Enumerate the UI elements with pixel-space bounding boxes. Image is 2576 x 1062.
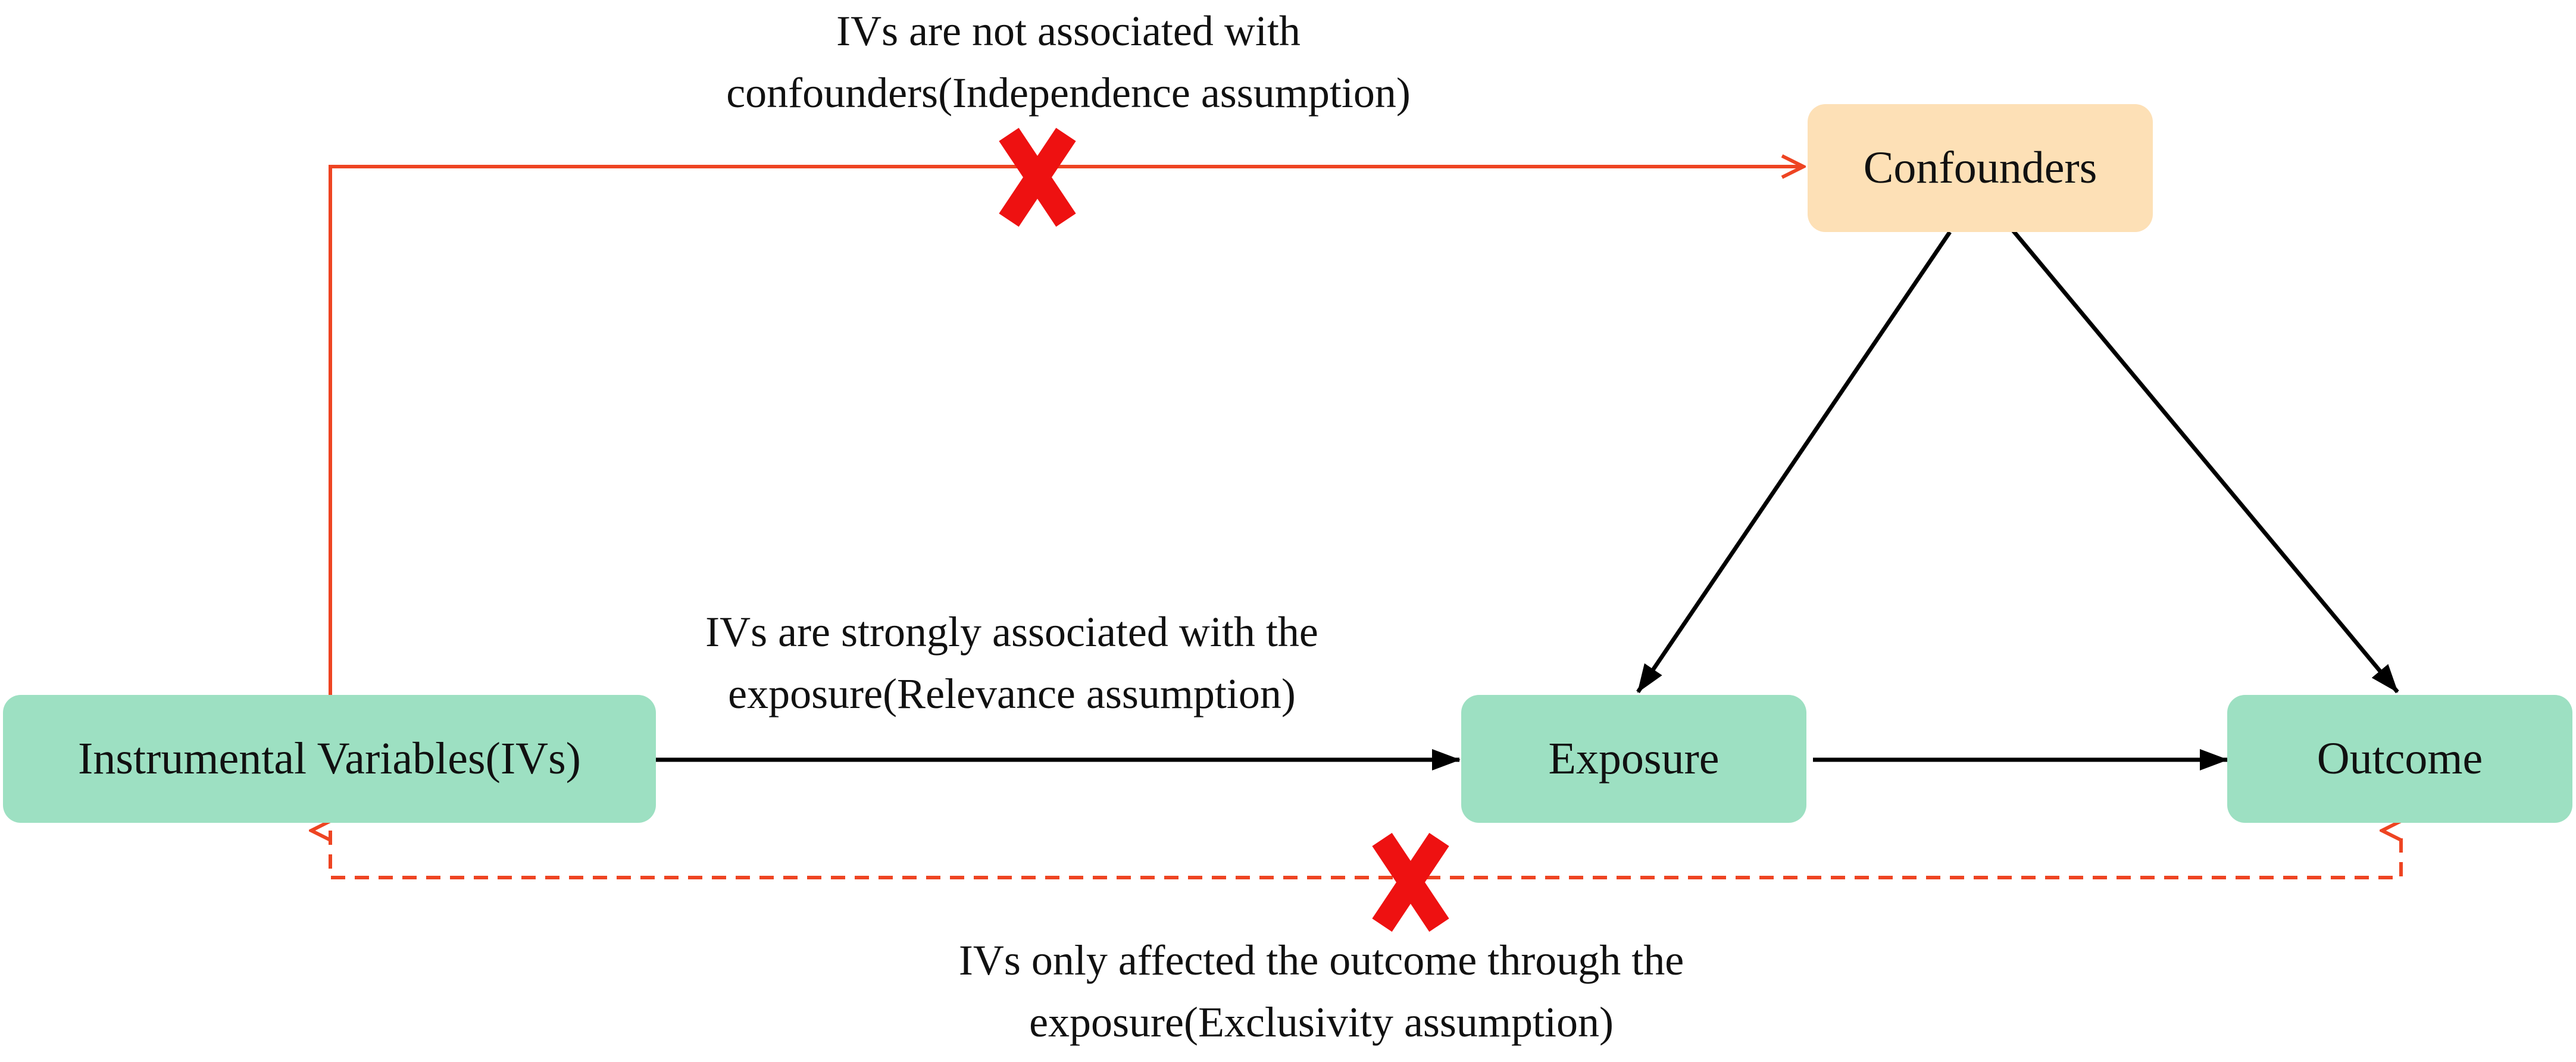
exclusivity-caption-line-2: exposure(Exclusivity assumption) xyxy=(1029,998,1614,1046)
independence-caption-line-2: confounders(Independence assumption) xyxy=(726,69,1411,117)
confounders-node: Confounders xyxy=(1808,104,2153,232)
exclusivity-cross-icon xyxy=(1372,832,1449,932)
confounders-node-label: Confounders xyxy=(1863,143,2097,193)
relevance-caption-line-1: IVs are strongly associated with the xyxy=(705,608,1318,656)
independence-arrow xyxy=(329,167,1803,695)
outcome-node-label: Outcome xyxy=(2316,734,2483,784)
independence-caption-line-1: IVs are not associated with xyxy=(836,7,1300,55)
ivs-node-label: Instrumental Variables(IVs) xyxy=(78,734,581,784)
confounders-outcome-arrow xyxy=(2010,227,2399,694)
exclusivity-caption-line-1: IVs only affected the outcome through th… xyxy=(958,936,1684,984)
relevance-caption: IVs are strongly associated with the exp… xyxy=(554,601,1470,725)
exposure-node: Exposure xyxy=(1461,695,1806,823)
independence-caption: IVs are not associated with confounders(… xyxy=(536,0,1601,124)
exclusivity-caption: IVs only affected the outcome through th… xyxy=(774,929,1869,1053)
exclusivity-dashed-path xyxy=(330,831,2403,879)
ivs-node: Instrumental Variables(IVs) xyxy=(3,695,656,823)
confounders-exposure-arrow xyxy=(1636,231,1952,693)
outcome-node: Outcome xyxy=(2227,695,2572,823)
exposure-node-label: Exposure xyxy=(1548,734,1720,784)
relevance-caption-line-2: exposure(Relevance assumption) xyxy=(728,670,1296,718)
independence-cross-icon xyxy=(999,127,1076,227)
